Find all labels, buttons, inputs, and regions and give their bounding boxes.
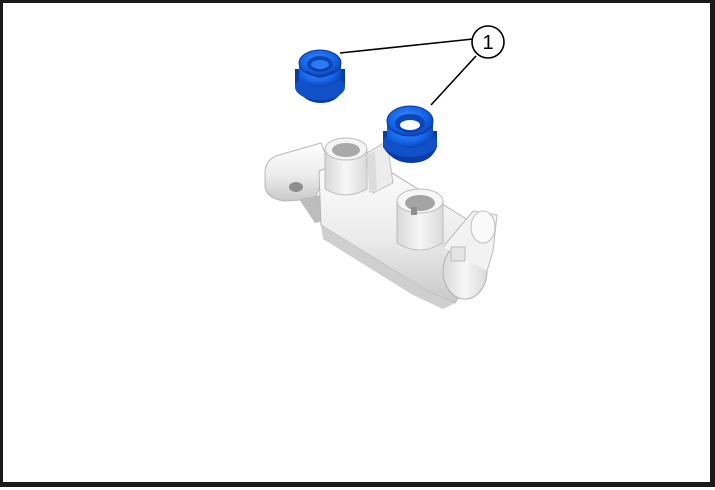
leader-line-lower [430,55,477,106]
leader-line-upper [339,38,474,54]
callout-number: 1 [482,32,493,54]
master-cylinder-body [264,137,498,309]
reservoir-port-rear [324,148,368,196]
master-cylinder-illustration: 1 [264,25,505,309]
flange-bolt-hole [289,182,303,192]
grommet-lower [383,105,437,163]
callout-bubble: 1 [471,25,505,59]
callout-circle [471,25,505,59]
reservoir-port-front [396,200,444,251]
callout-leaders [339,38,477,106]
grommet-upper [295,49,345,103]
